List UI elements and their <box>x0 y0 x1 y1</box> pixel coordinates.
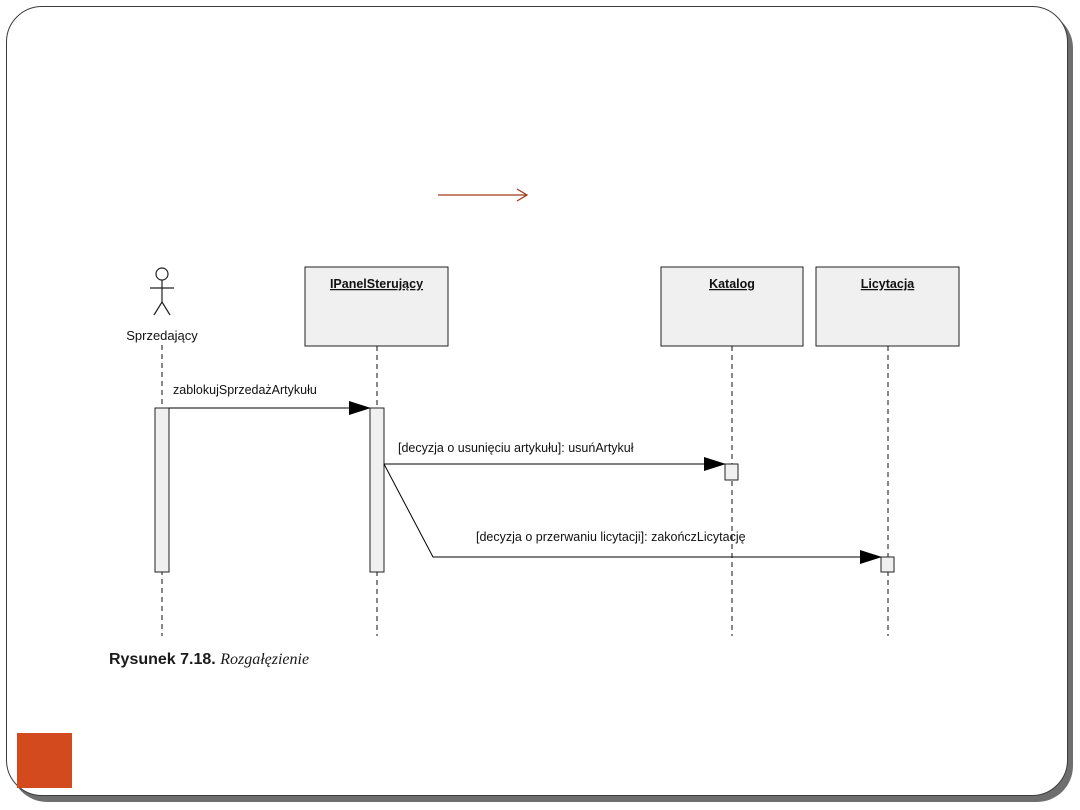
message-label-2: [decyzja o usunięciu artykułu]: usuńArty… <box>398 441 634 455</box>
figure-title: Rozgałęzienie <box>220 651 310 668</box>
figure-caption: Rysunek 7.18. Rozgałęzienie <box>109 651 309 669</box>
slide-frame <box>6 6 1068 796</box>
decorative-arrow-icon <box>438 188 529 202</box>
object-box-panel: IPanelSterujący <box>304 266 449 347</box>
figure-number: Rysunek 7.18. <box>109 651 216 668</box>
accent-square <box>17 733 72 788</box>
activation-bar-panel <box>369 407 385 573</box>
message-label-3: [decyzja o przerwaniu licytacji]: zakońc… <box>476 530 746 544</box>
activation-bar-actor <box>154 407 170 573</box>
object-label-licytacja: Licytacja <box>861 277 916 291</box>
actor-stick-figure-icon <box>150 267 174 316</box>
object-label-katalog: Katalog <box>709 277 755 291</box>
message-label-1: zablokujSprzedażArtykułu <box>173 383 317 397</box>
object-box-licytacja: Licytacja <box>815 266 960 347</box>
object-label-panel: IPanelSterujący <box>330 277 423 291</box>
object-box-katalog: Katalog <box>660 266 804 347</box>
activation-bar-katalog <box>724 463 739 481</box>
activation-bar-licytacja <box>880 556 895 573</box>
actor-label: Sprzedający <box>126 328 198 343</box>
message-arrow-3 <box>383 463 882 564</box>
